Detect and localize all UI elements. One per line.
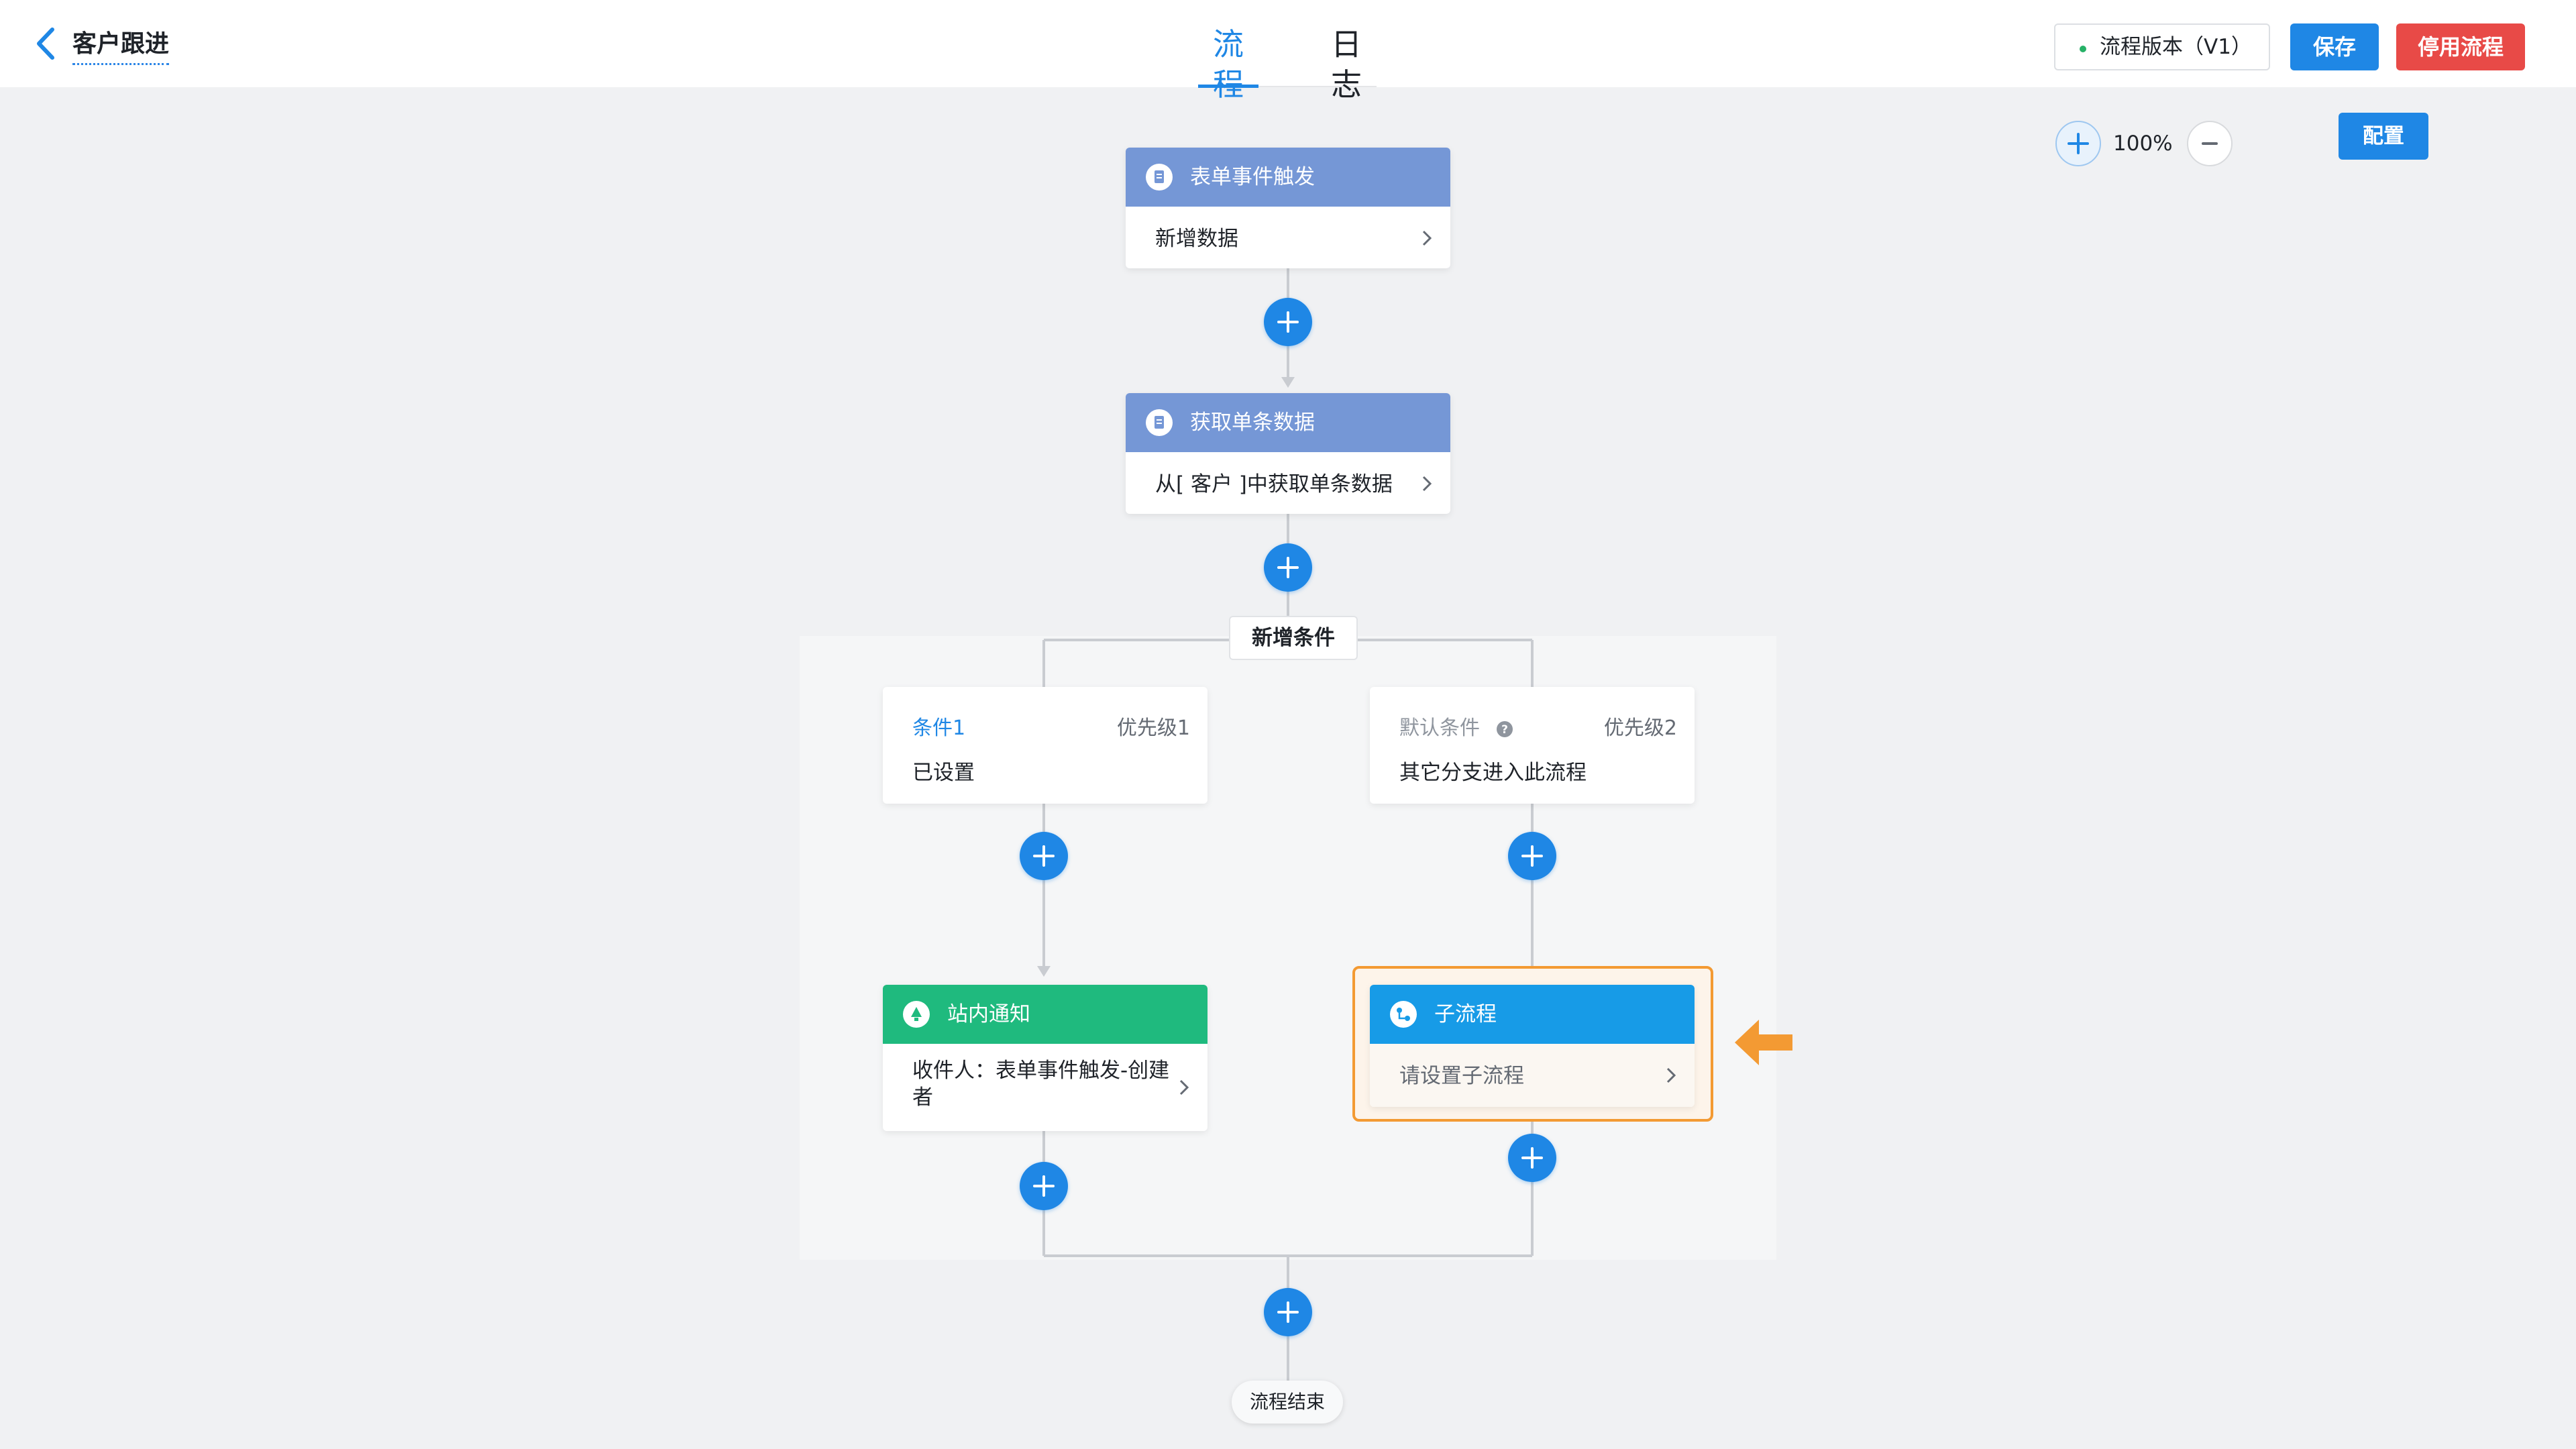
plus-icon xyxy=(1521,845,1543,867)
tab-log[interactable]: 日志 xyxy=(1331,26,1362,103)
plus-icon xyxy=(2068,133,2089,154)
plus-icon xyxy=(1277,1301,1299,1323)
add-step-button[interactable] xyxy=(1508,1134,1556,1182)
node-body: 请设置子流程 xyxy=(1370,1044,1695,1107)
stop-flow-button[interactable]: 停用流程 xyxy=(2396,23,2525,70)
node-header: 子流程 xyxy=(1370,985,1695,1044)
plus-icon xyxy=(1277,557,1299,578)
top-bar: 客户跟进 流程 日志 流程版本（V1） 保存 停用流程 xyxy=(0,0,2576,103)
add-step-button[interactable] xyxy=(1508,832,1556,880)
chevron-right-icon xyxy=(1422,230,1432,246)
condition-title: 条件1 xyxy=(912,716,966,740)
arrow-left-icon xyxy=(1735,1020,1792,1065)
node-header: 获取单条数据 xyxy=(1126,393,1450,452)
zoom-level: 100% xyxy=(2113,131,2173,156)
condition-priority: 优先级1 xyxy=(1116,716,1190,740)
node-detail: 新增数据 xyxy=(1155,227,1238,251)
condition-title: 默认条件 xyxy=(1399,716,1480,740)
plus-icon xyxy=(1033,845,1055,867)
condition-card-default[interactable]: 默认条件 ? 优先级2 其它分支进入此流程 xyxy=(1370,687,1695,804)
node-detail: 从[ 客户 ]中获取单条数据 xyxy=(1155,472,1393,496)
zoom-out-button[interactable] xyxy=(2187,121,2233,166)
form-icon xyxy=(1146,409,1173,436)
add-condition-button[interactable]: 新增条件 xyxy=(1229,616,1358,660)
node-header: 表单事件触发 xyxy=(1126,148,1450,207)
chevron-right-icon xyxy=(1666,1067,1676,1083)
trigger-node[interactable]: 表单事件触发 新增数据 xyxy=(1126,148,1450,268)
form-icon xyxy=(1146,164,1173,191)
condition-desc: 已设置 xyxy=(912,761,975,785)
tab-divider xyxy=(1198,86,1377,87)
node-title: 获取单条数据 xyxy=(1190,411,1315,435)
save-button[interactable]: 保存 xyxy=(2290,23,2379,70)
node-title: 表单事件触发 xyxy=(1190,165,1315,189)
version-label: 流程版本（V1） xyxy=(2100,35,2252,59)
fetch-data-node[interactable]: 获取单条数据 从[ 客户 ]中获取单条数据 xyxy=(1126,393,1450,514)
plus-icon xyxy=(1033,1175,1055,1197)
svg-text:?: ? xyxy=(1501,723,1508,737)
zoom-in-button[interactable] xyxy=(2055,121,2101,166)
condition-priority: 优先级2 xyxy=(1603,716,1677,740)
chevron-right-icon xyxy=(1422,476,1432,492)
add-step-button[interactable] xyxy=(1264,1288,1312,1336)
condition-desc: 其它分支进入此流程 xyxy=(1399,761,1587,785)
node-title: 站内通知 xyxy=(947,1002,1030,1026)
subflow-node[interactable]: 子流程 请设置子流程 xyxy=(1370,985,1695,1107)
condition-card-1[interactable]: 条件1 优先级1 已设置 xyxy=(883,687,1208,804)
plus-icon xyxy=(1277,311,1299,333)
add-step-button[interactable] xyxy=(1264,543,1312,592)
version-selector[interactable]: 流程版本（V1） xyxy=(2054,23,2270,70)
node-detail: 收件人：表单事件触发-创建者 xyxy=(912,1059,1170,1110)
config-button[interactable]: 配置 xyxy=(2339,113,2428,160)
status-dot xyxy=(2080,46,2086,52)
node-detail: 请设置子流程 xyxy=(1399,1064,1524,1088)
minus-icon xyxy=(2202,142,2218,145)
node-body: 收件人：表单事件触发-创建者 xyxy=(883,1044,1208,1131)
subflow-icon xyxy=(1390,1001,1417,1028)
add-step-button[interactable] xyxy=(1264,298,1312,346)
bell-icon xyxy=(903,1001,930,1028)
add-step-button[interactable] xyxy=(1020,832,1068,880)
node-header: 站内通知 xyxy=(883,985,1208,1044)
flow-end-node: 流程结束 xyxy=(1232,1381,1343,1424)
node-body: 从[ 客户 ]中获取单条数据 xyxy=(1126,452,1450,514)
notification-node[interactable]: 站内通知 收件人：表单事件触发-创建者 xyxy=(883,985,1208,1131)
active-tab-indicator xyxy=(1198,85,1258,88)
chevron-right-icon xyxy=(1179,1079,1189,1095)
plus-icon xyxy=(1521,1147,1543,1169)
app-title[interactable]: 客户跟进 xyxy=(72,28,170,65)
node-title: 子流程 xyxy=(1434,1002,1497,1026)
back-chevron-icon[interactable] xyxy=(32,25,59,62)
question-circle-icon[interactable]: ? xyxy=(1496,720,1513,738)
add-step-button[interactable] xyxy=(1020,1162,1068,1210)
node-body: 新增数据 xyxy=(1126,207,1450,268)
